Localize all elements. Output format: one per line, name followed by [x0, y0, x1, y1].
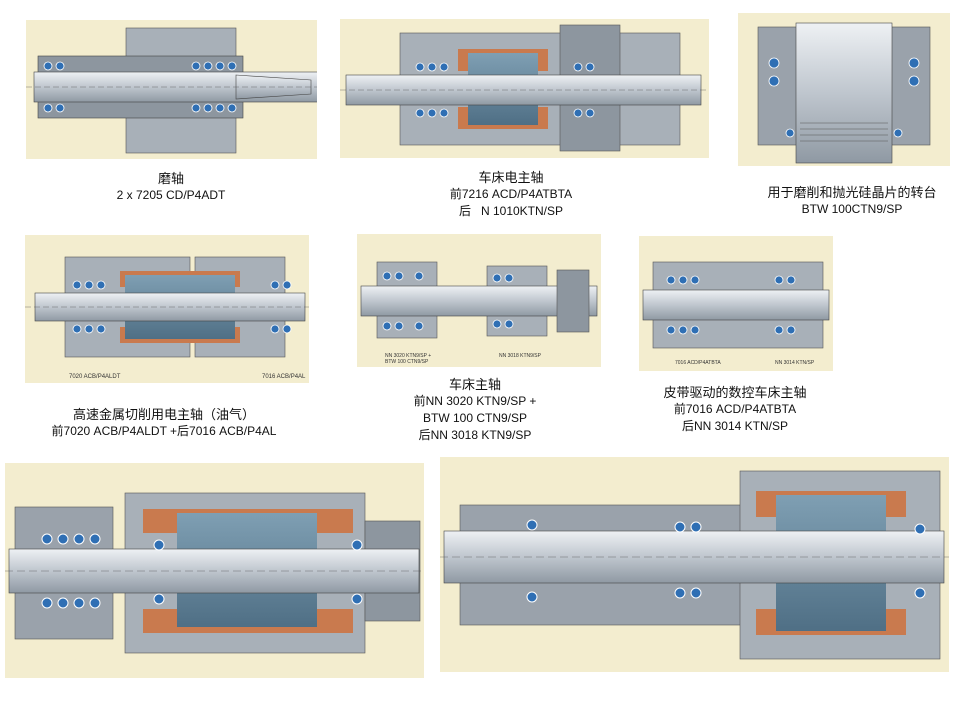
caption-high-speed-spindle: 高速金属切削用电主轴（油气） 前7020 ACB/P4ALDT +后7016 A…: [44, 406, 284, 440]
bearing-label-front-line1: NN 3020 KTN9/SP +: [385, 353, 432, 359]
caption-bearing-line: 前7020 ACB/P4ALDT +后7016 ACB/P4AL: [51, 424, 277, 438]
caption-title: 皮带驱动的数控车床主轴: [663, 385, 807, 400]
bearing-label-rear: NN 3018 KTN9/SP: [499, 353, 541, 359]
lathe-electrospindle-drawing: [340, 24, 709, 152]
motor-spindle-large-diagram: [5, 463, 424, 678]
caption-bearing-front: 前NN 3020 KTN9/SP +: [413, 394, 537, 408]
bearing-label-front: 7020 ACB/P4ALDT: [69, 374, 121, 380]
caption-bearing-line: BTW 100CTN9/SP: [801, 202, 903, 216]
bearing-label-front: 7016 ACD/P4ATBTA: [675, 360, 721, 366]
caption-bearing-rear: 后NN 3014 KTN/SP: [681, 419, 789, 433]
caption-title: 高速金属切削用电主轴（油气）: [72, 407, 255, 422]
caption-bearing-front: 前7216 ACD/P4ATBTA: [449, 187, 573, 201]
caption-title: 车床主轴: [448, 377, 501, 392]
bearing-label-rear: 7016 ACB/P4AL: [262, 374, 306, 380]
caption-title: 磨轴: [157, 171, 184, 186]
motor-spindle-long-drawing: [440, 470, 949, 660]
caption-lathe-electrospindle: 车床电主轴 前7216 ACD/P4ATBTA 后 N 1010KTN/SP: [436, 169, 586, 220]
grinding-spindle-diagram: [26, 20, 317, 159]
grinding-spindle-drawing: [26, 27, 317, 154]
caption-bearing-rear: 后 N 1010KTN/SP: [458, 204, 564, 218]
caption-bearing-front-2: BTW 100 CTN9/SP: [422, 411, 528, 425]
caption-belt-driven-spindle: 皮带驱动的数控车床主轴 前7016 ACD/P4ATBTA 后NN 3014 K…: [650, 384, 820, 435]
motor-spindle-long-diagram: [440, 457, 949, 672]
caption-grinding-spindle: 磨轴 2 x 7205 CD/P4ADT: [96, 170, 246, 204]
high-speed-spindle-diagram: 7020 ACB/P4ALDT 7016 ACB/P4AL: [25, 235, 309, 383]
caption-lathe-spindle: 车床主轴 前NN 3020 KTN9/SP + BTW 100 CTN9/SP …: [410, 376, 540, 444]
rotary-table-diagram: [738, 13, 950, 166]
high-speed-spindle-drawing: [25, 256, 309, 358]
bearing-label-front: NN 3020 KTN9/SP + BTW 100 CTN9/SP: [385, 353, 431, 365]
caption-title: 用于磨削和抛光硅晶片的转台: [767, 185, 937, 200]
caption-rotary-table: 用于磨削和抛光硅晶片的转台 BTW 100CTN9/SP: [754, 184, 950, 218]
lathe-spindle-diagram: NN 3020 KTN9/SP + BTW 100 CTN9/SP NN 301…: [357, 234, 601, 367]
belt-driven-spindle-drawing: [642, 261, 830, 349]
belt-driven-spindle-diagram: 7016 ACD/P4ATBTA NN 3014 KTN/SP: [639, 236, 833, 371]
caption-title: 车床电主轴: [478, 170, 544, 185]
caption-bearing-front: 前7016 ACD/P4ATBTA: [673, 402, 797, 416]
caption-bearing-rear: 后NN 3018 KTN9/SP: [418, 428, 532, 442]
rotary-table-drawing: [757, 22, 931, 164]
lathe-electrospindle-diagram: [340, 19, 709, 158]
lathe-spindle-drawing: [360, 261, 598, 339]
caption-bearing-line: 2 x 7205 CD/P4ADT: [116, 188, 226, 202]
bearing-label-rear: NN 3014 KTN/SP: [775, 360, 815, 366]
bearing-label-front-line2: BTW 100 CTN9/SP: [385, 359, 429, 365]
motor-spindle-large-drawing: [5, 492, 424, 654]
